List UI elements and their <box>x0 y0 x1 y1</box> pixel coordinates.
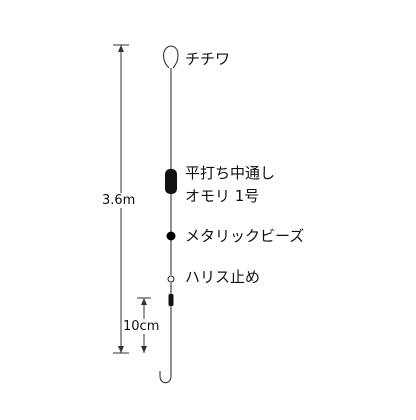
loop-label: チチワ <box>185 50 231 68</box>
bead-label: メタリックビーズ <box>185 227 305 245</box>
leader-arrow-bottom-icon <box>141 346 147 353</box>
loop-icon <box>163 45 179 69</box>
total-length-label: 3.6m <box>102 193 136 208</box>
sinker-icon <box>165 169 177 194</box>
leader-and-hook-icon <box>159 296 172 384</box>
swivel-icon <box>167 275 175 283</box>
leader-length-label: 10cm <box>123 319 160 334</box>
sinker-label-line2: オモリ 1号 <box>185 187 260 205</box>
total-length-arrow-top-icon <box>118 45 124 52</box>
bead-icon <box>166 231 176 241</box>
snap-icon <box>168 294 174 306</box>
sinker-label-line1: 平打ち中通し <box>185 164 276 182</box>
total-length-arrow-bottom-icon <box>118 346 124 353</box>
swivel-label: ハリス止め <box>185 268 261 286</box>
leader-arrow-top-icon <box>141 298 147 305</box>
